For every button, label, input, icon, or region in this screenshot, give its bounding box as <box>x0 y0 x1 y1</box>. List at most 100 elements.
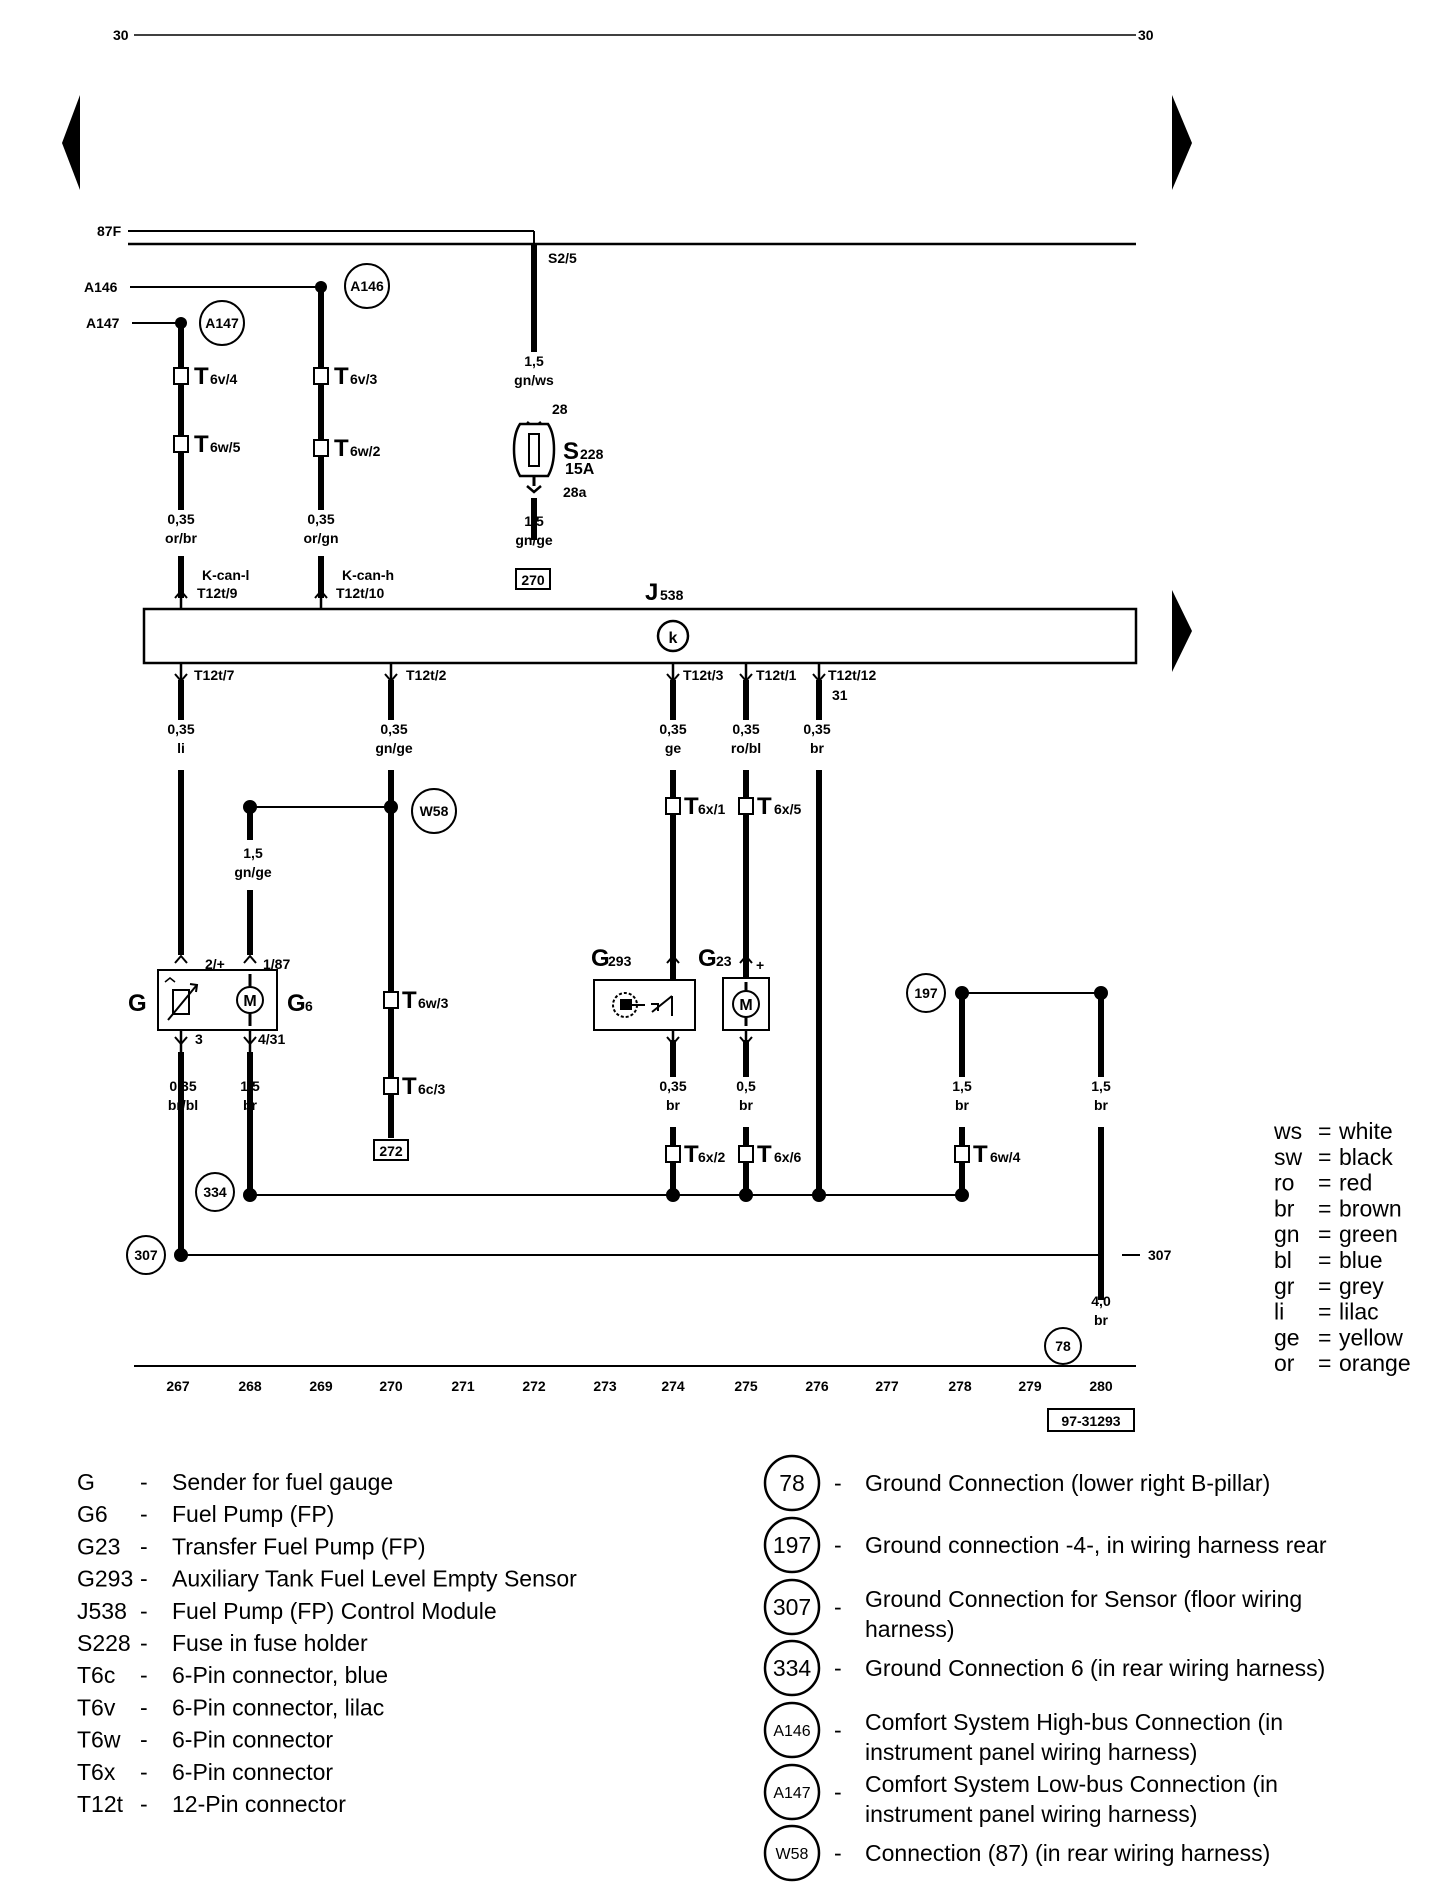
wire-8-size: 0,35 <box>732 721 759 737</box>
aux-tank-sensor-g293: G 293 <box>591 945 696 1046</box>
color-name: yellow <box>1339 1324 1403 1350</box>
ref-box-270 <box>515 568 551 590</box>
next-page-arrow-icon[interactable] <box>1172 95 1192 190</box>
ground-code: 307 <box>773 1594 811 1620</box>
connector-t6x1-icon <box>665 797 681 815</box>
ground-description: Ground Connection 6 (in rear wiring harn… <box>865 1655 1325 1681</box>
component-dash: - <box>140 1791 148 1817</box>
circle-334-label: 334 <box>203 1184 227 1200</box>
ground-connection-icon <box>763 1454 821 1512</box>
component-description: Fuel Pump (FP) Control Module <box>172 1598 497 1624</box>
color-name: blue <box>1339 1247 1382 1273</box>
circle-197-label: 197 <box>914 985 938 1001</box>
color-code: sw <box>1274 1144 1303 1170</box>
component-g-label: G <box>128 990 147 1017</box>
connector-t6w4-sub: 6w/4 <box>990 1149 1021 1165</box>
color-legend-row: bl = blue <box>1274 1247 1382 1273</box>
wire-17-color: br <box>1094 1312 1109 1328</box>
wire-4-size: 1,5 <box>524 513 544 529</box>
connector-t6w4-icon <box>954 1145 970 1163</box>
color-equals: = <box>1318 1247 1331 1273</box>
color-code: bl <box>1274 1247 1292 1273</box>
pin-4-31: 4/31 <box>258 1031 285 1047</box>
component-description: 6-Pin connector, lilac <box>172 1694 384 1720</box>
component-code: T6w <box>77 1727 121 1753</box>
color-code: gn <box>1274 1221 1300 1247</box>
ground-legend-row: A146-Comfort System High-bus Connection … <box>763 1701 1283 1765</box>
component-g293-sub: 293 <box>608 953 632 969</box>
fuse-sub: 228 <box>580 446 604 462</box>
wire-15-size: 1,5 <box>952 1078 972 1094</box>
pin-t12t10: T12t/10 <box>336 585 384 601</box>
connector-t6x1-main: T <box>684 793 699 820</box>
ref-box-270-label: 270 <box>521 572 545 588</box>
ref-box-272-label: 272 <box>379 1143 403 1159</box>
connector-t6w5-icon <box>173 435 189 453</box>
pin-31: 31 <box>832 687 848 703</box>
transfer-pump-g23: G 23 + M <box>698 945 770 1046</box>
color-legend-row: ws=white <box>1273 1118 1393 1144</box>
component-code: G293 <box>77 1566 133 1592</box>
wire-7-color: ge <box>665 740 682 756</box>
previous-page-arrow-icon[interactable] <box>62 95 80 190</box>
ground-description: Ground Connection (lower right B-pillar) <box>865 1470 1270 1496</box>
wire-6-color: gn/ge <box>375 740 413 756</box>
component-code: J538 <box>77 1598 127 1624</box>
pin-kcanl: K-can-l <box>202 567 249 583</box>
scale-label: 276 <box>805 1378 829 1394</box>
connector-t6x5-icon <box>738 797 754 815</box>
ground-legend-row: 307-Ground Connection for Sensor (floor … <box>763 1578 1302 1642</box>
circle-a146-label: A146 <box>350 278 384 294</box>
component-legend-row: T6x-6-Pin connector <box>77 1759 333 1785</box>
color-legend-row: li=lilac <box>1274 1299 1379 1325</box>
connector-t6x5-sub: 6x/5 <box>774 801 801 817</box>
wire-5-size: 0,35 <box>167 721 194 737</box>
pin-t12t2: T12t/2 <box>406 667 447 683</box>
wire-10-color: gn/ge <box>234 864 272 880</box>
component-g293-main: G <box>591 945 610 972</box>
component-legend-row: G23-Transfer Fuel Pump (FP) <box>77 1533 425 1559</box>
component-code: S228 <box>77 1630 131 1656</box>
fuse-pin-bottom: 28a <box>563 484 587 500</box>
ground-lines <box>174 800 1140 1262</box>
pin-2-plus: 2/+ <box>205 956 225 972</box>
module-name: J <box>645 579 658 606</box>
pin-kcanh: K-can-h <box>342 567 394 583</box>
color-code: or <box>1274 1350 1295 1376</box>
color-legend-row: sw=black <box>1274 1144 1393 1170</box>
ground-description: Ground Connection for Sensor (floor wiri… <box>865 1586 1302 1612</box>
connector-t6x1-sub: 6x/1 <box>698 801 725 817</box>
component-dash: - <box>140 1533 148 1559</box>
ground-connection-icon <box>763 1824 821 1882</box>
pin-1-87: 1/87 <box>263 956 290 972</box>
continuation-arrow-icon[interactable] <box>1172 590 1192 672</box>
fuel-pump-motor-symbol: M <box>243 993 256 1010</box>
component-g6-sub: 6 <box>305 998 313 1014</box>
wire-6-size: 0,35 <box>380 721 407 737</box>
connector-t6v3-sub: 6v/3 <box>350 371 377 387</box>
ground-connection-icon <box>763 1639 821 1697</box>
component-description: 6-Pin connector <box>172 1759 333 1785</box>
figure-id-box <box>1047 1408 1135 1432</box>
color-legend: ws=whitesw=blackro=redbr=browngn=greenbl… <box>1273 1118 1411 1376</box>
ground-description: Comfort System Low-bus Connection (in <box>865 1771 1278 1797</box>
ground-code: 78 <box>779 1470 805 1496</box>
pin-3: 3 <box>195 1031 203 1047</box>
component-description: Sender for fuel gauge <box>172 1469 393 1495</box>
connector-t6x6-sub: 6x/6 <box>774 1149 801 1165</box>
wire-9-size: 0,35 <box>803 721 830 737</box>
color-equals: = <box>1318 1118 1331 1144</box>
component-description: Fuse in fuse holder <box>172 1630 368 1656</box>
color-code: ro <box>1274 1170 1294 1196</box>
connector-t6w3-sub: 6w/3 <box>418 995 449 1011</box>
connector-t6c3-icon <box>383 1077 399 1095</box>
color-equals: = <box>1318 1195 1331 1221</box>
connector-t6x2-sub: 6x/2 <box>698 1149 725 1165</box>
connector-t6v4-main: T <box>194 363 209 390</box>
ground-legend-row: 334-Ground Connection 6 (in rear wiring … <box>763 1639 1325 1697</box>
scale-label: 271 <box>451 1378 475 1394</box>
wire-9-color: br <box>810 740 825 756</box>
ground-connection-legend: 78-Ground Connection (lower right B-pill… <box>763 1454 1327 1882</box>
fuse-rating: 15A <box>565 461 595 478</box>
